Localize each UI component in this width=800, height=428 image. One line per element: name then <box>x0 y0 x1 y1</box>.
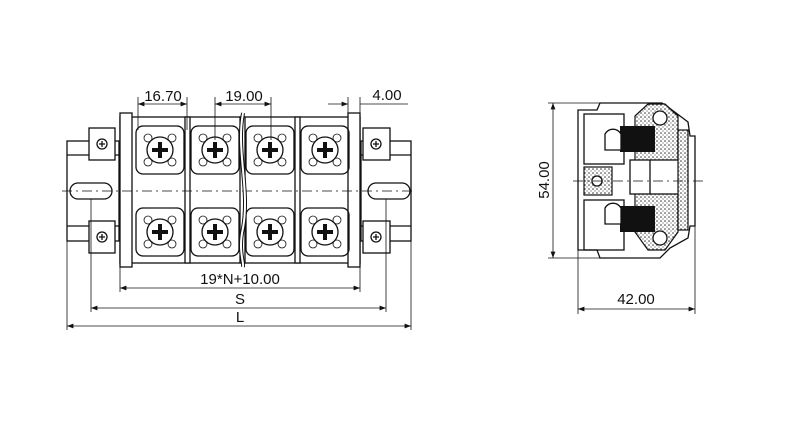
dim-s: S <box>90 199 387 312</box>
screw-icon <box>256 218 284 246</box>
dim-label-end-plate: 4.00 <box>372 87 401 104</box>
terminal-cell <box>135 207 185 257</box>
dim-16-70: 16.70 <box>137 88 188 130</box>
dim-19-00: 19.00 <box>214 88 272 140</box>
dim-label-s: S <box>235 291 245 308</box>
terminal-cell <box>300 125 350 175</box>
dim-label-body-length: 19*N+10.00 <box>200 271 280 288</box>
dim-label-pitch-first: 16.70 <box>144 88 182 105</box>
mounting-screw-icon <box>370 231 382 243</box>
screw-icon <box>201 218 229 246</box>
separator <box>184 116 191 264</box>
left-end-plate <box>119 112 133 268</box>
dim-label-height: 54.00 <box>536 161 553 199</box>
mounting-screw-icon <box>370 138 382 150</box>
screw-icon <box>146 218 174 246</box>
terminal-cell <box>190 207 240 257</box>
separator <box>294 116 301 264</box>
terminal-cell <box>135 125 185 175</box>
front-view: 16.70 19.00 4.00 19*N+10.00 S <box>62 87 415 330</box>
dim-42-00: 42.00 <box>577 226 696 314</box>
dim-4-00: 4.00 <box>328 87 408 113</box>
side-view: 54.00 42.00 <box>536 102 705 314</box>
break-line <box>240 112 246 268</box>
terminal-cell <box>245 207 295 257</box>
dim-54-00: 54.00 <box>536 102 600 259</box>
screw-icon <box>256 136 284 164</box>
dim-l: L <box>66 241 412 330</box>
dim-label-l: L <box>236 309 244 326</box>
terminal-cell <box>245 125 295 175</box>
mounting-screw-icon <box>96 138 108 150</box>
dim-label-pitch: 19.00 <box>225 88 263 105</box>
dim-label-depth: 42.00 <box>617 291 655 308</box>
screw-icon <box>311 136 339 164</box>
left-mounting-foot <box>66 127 120 254</box>
right-end-plate <box>347 112 361 268</box>
terminal-cell <box>300 207 350 257</box>
dim-body-length: 19*N+10.00 <box>119 267 361 292</box>
screw-icon <box>311 218 339 246</box>
screw-icon <box>146 136 174 164</box>
mounting-screw-icon <box>96 231 108 243</box>
